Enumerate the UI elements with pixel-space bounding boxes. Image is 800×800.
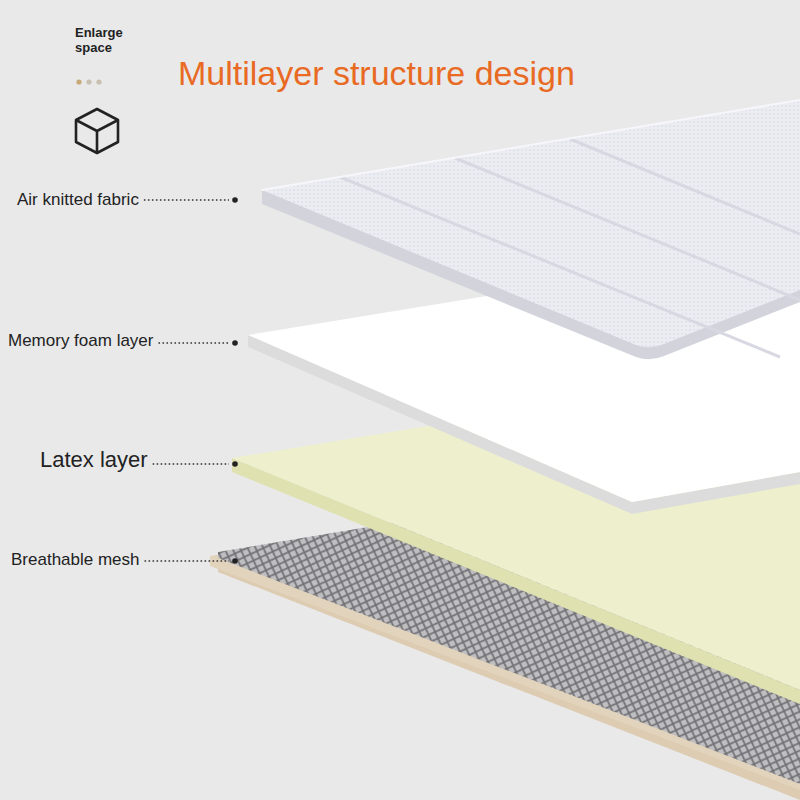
part-name: Breathable mesh [11,550,140,570]
leader-dot [232,461,238,467]
icon-label: Enlarge space [75,26,145,56]
cube-icon [76,109,118,153]
leader-dot [232,558,238,564]
part-name: Air knitted fabric [17,190,139,210]
dots-icon [76,79,101,84]
leader-line [158,342,229,344]
title: Multilayer structure design [178,54,575,93]
part-name: Memory foam layer [8,331,153,351]
air-knitted-fabric-layer [262,100,800,359]
part-name: Latex layer [40,447,148,472]
leader-line [153,463,229,465]
leader-dot [232,340,238,346]
leader-line [144,199,229,201]
leader-dot [232,197,238,203]
leader-line [145,560,229,562]
